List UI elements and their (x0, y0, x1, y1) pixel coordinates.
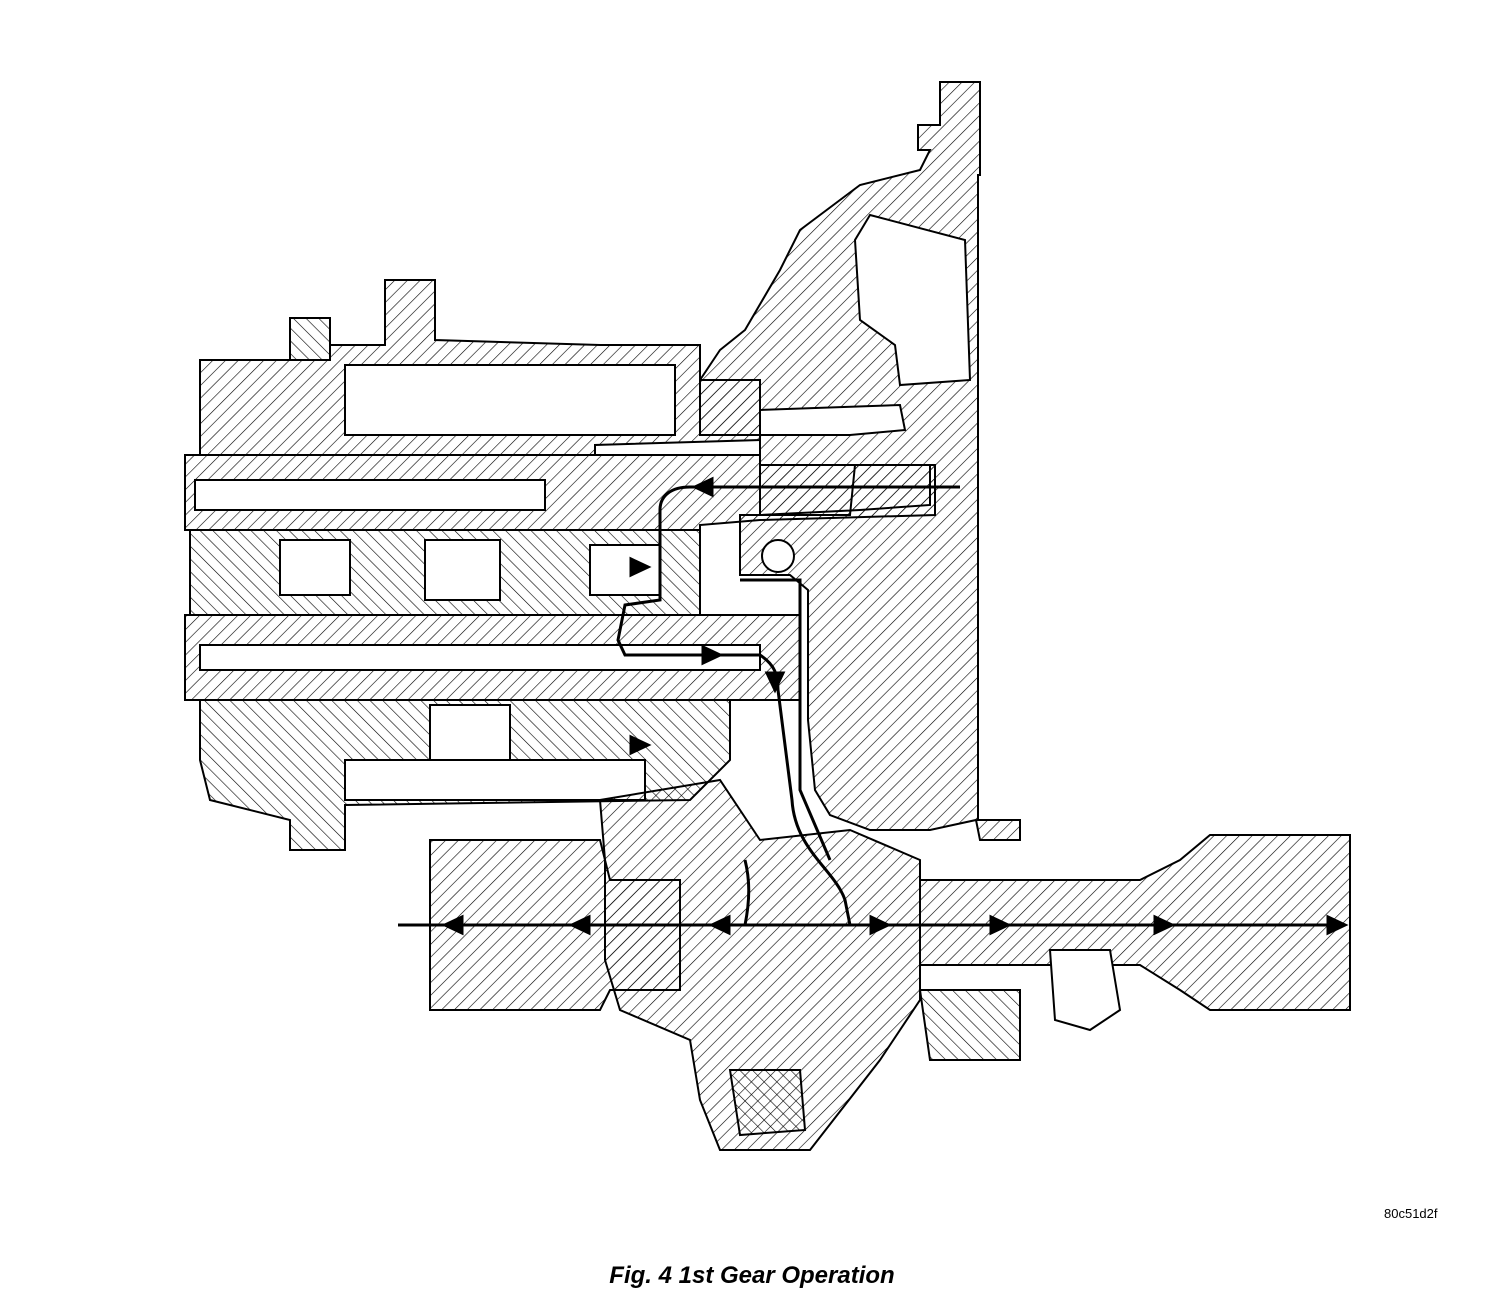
arrow-gear-1 (629, 556, 652, 578)
transmission-case-upper (199, 279, 761, 456)
power-flow-path (616, 485, 960, 926)
axle-power-arrows (398, 476, 1349, 936)
arrow-gear-2 (629, 734, 652, 756)
transmission-case-lower (199, 699, 731, 851)
arrow-output-shaft (701, 644, 724, 666)
output-shaft (184, 614, 801, 701)
caption-number: Fig. 4 (609, 1262, 672, 1289)
figure-id-code: 80c51d2f (1384, 1206, 1438, 1221)
arrow-right-3 (1153, 914, 1176, 936)
caption-title: 1st Gear Operation (678, 1262, 895, 1289)
right-axle-output (918, 834, 1351, 1061)
arrow-right-2 (989, 914, 1012, 936)
arrow-right-1 (869, 914, 892, 936)
arrow-right-4 (1326, 914, 1349, 936)
input-shaft (184, 454, 936, 531)
figure-caption: Fig. 4 1st Gear Operation (0, 1262, 1504, 1290)
gear-cluster-middle (189, 529, 795, 616)
arrow-left-3 (708, 914, 731, 936)
arrow-left-1 (441, 914, 464, 936)
arrow-left-2 (568, 914, 591, 936)
bell-housing (699, 81, 1021, 841)
arrow-down (764, 671, 786, 694)
arrow-input (691, 476, 714, 498)
differential-housing (598, 778, 921, 1151)
